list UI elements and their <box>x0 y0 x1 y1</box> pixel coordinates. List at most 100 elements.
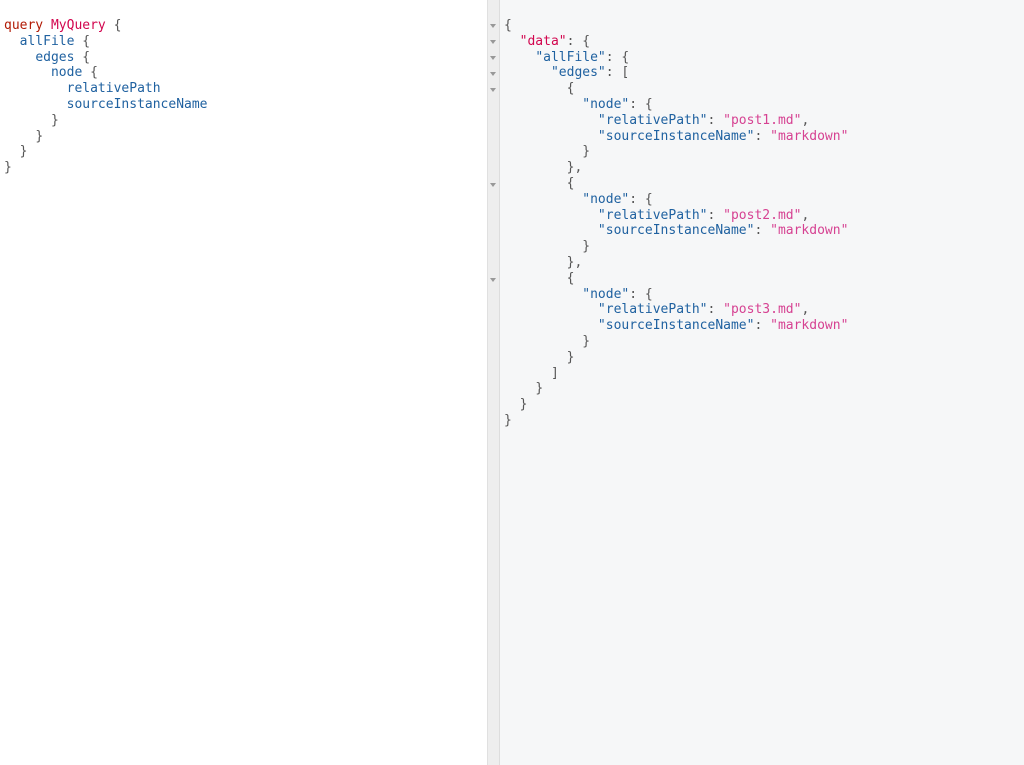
brace: } <box>4 160 12 176</box>
fold-arrow-icon[interactable] <box>490 56 496 60</box>
query-line-7: } <box>4 113 208 129</box>
json-key-node: "node" <box>582 96 630 112</box>
field-relativepath: relativePath <box>66 81 161 97</box>
json-key-allfile: "allFile" <box>535 49 606 65</box>
result-line: } <box>504 239 848 255</box>
fold-arrow-icon[interactable] <box>490 278 496 282</box>
result-line: "allFile": { <box>504 50 848 66</box>
json-value-sourceinstancename: "markdown" <box>770 128 849 144</box>
query-code[interactable]: query MyQuery { allFile { edges { node {… <box>4 18 208 176</box>
field-node: node <box>50 65 83 81</box>
fold-gutter <box>488 0 500 765</box>
brace: } <box>504 412 512 428</box>
query-line-4: node { <box>4 65 208 81</box>
json-value-relativepath: "post2.md" <box>723 207 802 223</box>
field-sourceinstancename: sourceInstanceName <box>66 96 208 112</box>
fold-arrow-icon[interactable] <box>490 183 496 187</box>
fold-arrow-icon[interactable] <box>490 40 496 44</box>
brace: { <box>566 270 575 286</box>
result-line: } <box>504 413 848 429</box>
result-line: "node": { <box>504 192 848 208</box>
colon: : { <box>566 33 591 49</box>
result-line: { <box>504 176 848 192</box>
brace: } <box>582 144 591 160</box>
result-line: { <box>504 271 848 287</box>
fold-arrow-icon[interactable] <box>490 24 496 28</box>
brace: { <box>82 49 91 65</box>
json-key-data: "data" <box>519 33 567 49</box>
colon: : { <box>605 49 630 65</box>
result-line: "relativePath": "post2.md", <box>504 208 848 224</box>
json-value-sourceinstancename: "markdown" <box>770 318 849 334</box>
result-line: } <box>504 397 848 413</box>
query-line-1: query MyQuery { <box>4 18 208 34</box>
field-allfile: allFile <box>19 33 75 49</box>
json-value-sourceinstancename: "markdown" <box>770 223 849 239</box>
query-keyword: query <box>4 18 44 33</box>
colon: : { <box>629 96 653 112</box>
result-line: "data": { <box>504 34 848 50</box>
result-line: "sourceInstanceName": "markdown" <box>504 223 848 239</box>
brace: { <box>90 65 98 81</box>
brace: } <box>566 349 575 365</box>
colon: : <box>754 128 771 144</box>
comma: , <box>801 207 810 223</box>
brace: } <box>535 381 544 397</box>
result-code: { "data": { "allFile": { "edges": [ { "n… <box>504 18 848 429</box>
result-line: "sourceInstanceName": "markdown" <box>504 129 848 145</box>
json-key-relativepath: "relativePath" <box>597 302 708 318</box>
colon: : <box>707 302 724 318</box>
colon: : [ <box>605 65 630 81</box>
query-line-9: } <box>4 144 208 160</box>
json-value-relativepath: "post3.md" <box>723 302 802 318</box>
result-line: "relativePath": "post3.md", <box>504 302 848 318</box>
fold-arrow-icon[interactable] <box>490 72 496 76</box>
brace: { <box>82 33 91 49</box>
brace: }, <box>566 254 583 270</box>
query-line-10: } <box>4 160 208 176</box>
json-key-node: "node" <box>582 191 630 207</box>
result-line: { <box>504 18 848 34</box>
brace: { <box>566 81 575 97</box>
json-value-relativepath: "post1.md" <box>723 112 802 128</box>
query-line-5: relativePath <box>4 81 208 97</box>
query-line-2: allFile { <box>4 34 208 50</box>
result-line: "node": { <box>504 97 848 113</box>
query-line-3: edges { <box>4 50 208 66</box>
json-key-relativepath: "relativePath" <box>597 112 708 128</box>
result-viewer[interactable]: { "data": { "allFile": { "edges": [ { "n… <box>488 0 1024 765</box>
brace: } <box>582 333 591 349</box>
brace: { <box>504 18 512 33</box>
comma: , <box>801 302 810 318</box>
result-line: "node": { <box>504 287 848 303</box>
colon: : <box>754 318 771 334</box>
colon: : <box>707 112 724 128</box>
colon: : <box>754 223 771 239</box>
brace: } <box>50 112 59 128</box>
query-line-6: sourceInstanceName <box>4 97 208 113</box>
colon: : { <box>629 286 653 302</box>
result-line: { <box>504 81 848 97</box>
pane-divider[interactable] <box>487 0 488 765</box>
colon: : { <box>629 191 653 207</box>
result-line: ] <box>504 366 848 382</box>
brace: } <box>35 128 44 144</box>
query-editor[interactable]: query MyQuery { allFile { edges { node {… <box>0 0 487 765</box>
result-line: "relativePath": "post1.md", <box>504 113 848 129</box>
json-key-relativepath: "relativePath" <box>597 207 708 223</box>
json-key-node: "node" <box>582 286 630 302</box>
json-key-sourceinstancename: "sourceInstanceName" <box>597 223 755 239</box>
json-key-sourceinstancename: "sourceInstanceName" <box>597 128 755 144</box>
result-line: "edges": [ <box>504 65 848 81</box>
brace: } <box>582 239 591 255</box>
fold-arrow-icon[interactable] <box>490 88 496 92</box>
operation-name: MyQuery <box>50 18 106 33</box>
field-edges: edges <box>35 49 75 65</box>
json-key-edges: "edges" <box>550 65 606 81</box>
result-line: }, <box>504 160 848 176</box>
brace: } <box>19 144 28 160</box>
brace: }, <box>566 160 583 176</box>
result-line: }, <box>504 255 848 271</box>
bracket: ] <box>550 365 559 381</box>
result-line: "sourceInstanceName": "markdown" <box>504 318 848 334</box>
